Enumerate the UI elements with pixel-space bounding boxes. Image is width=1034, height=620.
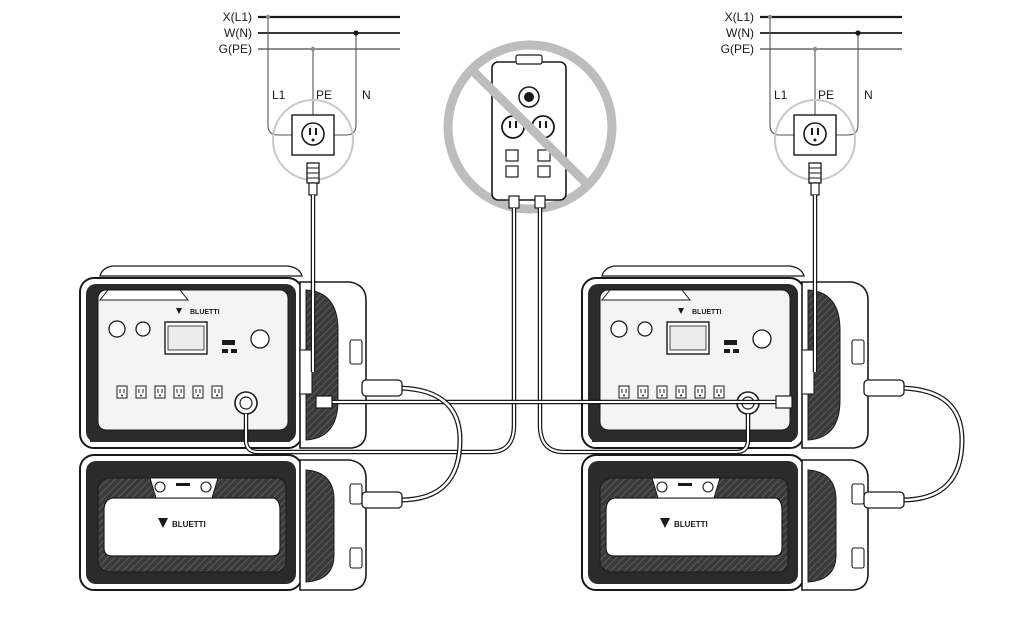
left-battery-logo-icon	[158, 518, 168, 528]
left-wire-n	[334, 33, 357, 136]
left-battery-brand: BLUETTI	[172, 520, 206, 529]
left-power-station: BLUETTI	[79, 265, 367, 449]
right-label-g-pe: G(PE)	[721, 42, 754, 56]
prohibition-slash	[468, 66, 592, 189]
right-wire-pe-label: PE	[818, 88, 834, 102]
right-wire-l1-label: L1	[774, 88, 788, 102]
right-battery-link-cable	[901, 385, 965, 503]
left-label-w-n: W(N)	[224, 26, 252, 40]
left-grid-supply: X(L1) W(N) G(PE) L1 PE N	[219, 10, 400, 196]
right-battery: BLUETTI	[581, 454, 869, 591]
left-wire-l1-label: L1	[272, 88, 286, 102]
left-station-power-button-icon	[108, 320, 126, 338]
right-power-station: BLUETTI	[581, 265, 869, 449]
right-station-ac-input-port	[801, 349, 815, 395]
left-wire-pe-label: PE	[316, 88, 332, 102]
right-wire-n	[836, 33, 859, 136]
right-label-w-n: W(N)	[726, 26, 754, 40]
right-wire-n-label: N	[864, 88, 873, 102]
left-station-brand: BLUETTI	[190, 309, 220, 316]
left-wall-outlet-icon	[291, 114, 335, 156]
right-wire-l1	[769, 17, 794, 136]
left-battery-link-cable	[399, 385, 463, 503]
right-label-x-l1: X(L1)	[725, 10, 754, 24]
left-wire-l1	[267, 17, 292, 136]
right-wall-outlet-icon	[793, 114, 837, 156]
left-battery: BLUETTI	[79, 454, 367, 591]
prohibition-circle-icon	[443, 40, 617, 214]
left-label-x-l1: X(L1)	[223, 10, 252, 24]
prohibited-power-strip	[420, 40, 640, 455]
right-station-brand: BLUETTI	[692, 309, 722, 316]
right-grid-supply: X(L1) W(N) G(PE) L1 PE N	[721, 10, 902, 196]
right-battery-logo-icon	[660, 518, 670, 528]
right-battery-brand: BLUETTI	[674, 520, 708, 529]
left-label-g-pe: G(PE)	[219, 42, 252, 56]
left-station-ac-input-port	[299, 349, 313, 395]
cables	[243, 195, 965, 509]
right-station-power-button-icon	[610, 320, 628, 338]
left-wire-n-label: N	[362, 88, 371, 102]
